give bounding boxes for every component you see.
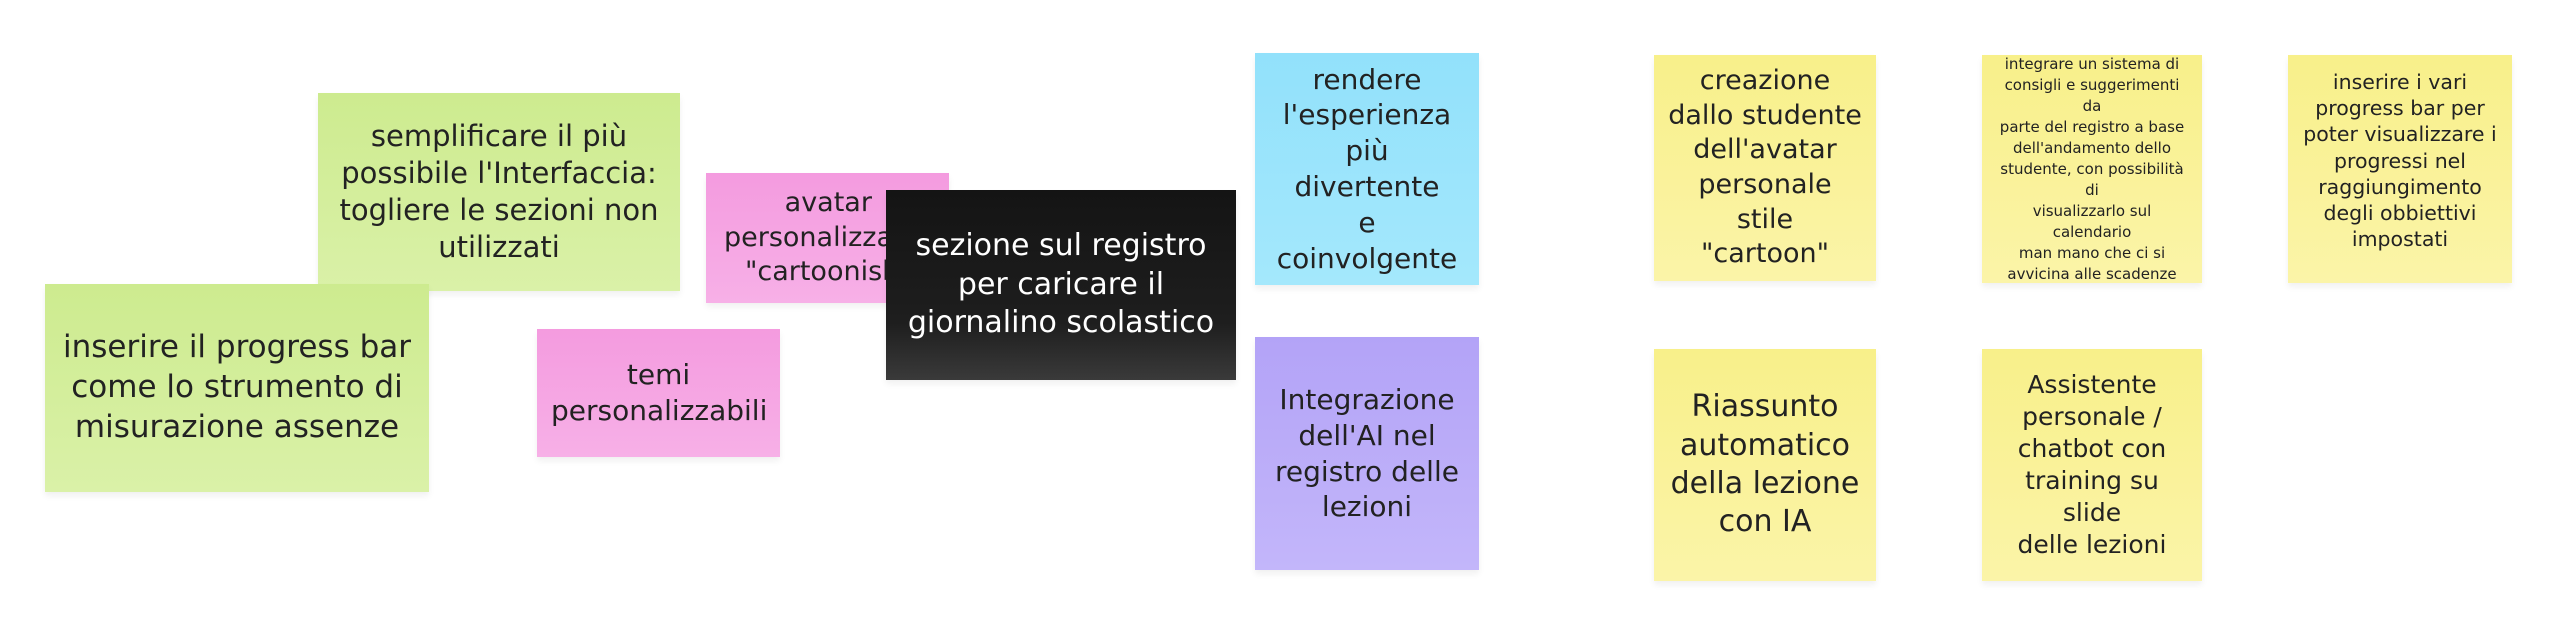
sticky-note-suggestion-system[interactable]: integrare un sistema di consigli e sugge… xyxy=(1982,55,2202,283)
sticky-note-text: inserire il progress bar come lo strumen… xyxy=(62,329,411,445)
sticky-note-fun-experience[interactable]: rendere l'esperienza più divertente e co… xyxy=(1255,53,1479,285)
sticky-note-text: rendere l'esperienza più divertente e co… xyxy=(1276,62,1458,275)
sticky-note-text: Integrazione dell'AI nel registro delle … xyxy=(1275,382,1459,524)
sticky-note-text: inserire i vari progress bar per poter v… xyxy=(2303,70,2497,252)
sticky-note-text: creazione dallo studente dell'avatar per… xyxy=(1668,65,1862,270)
sticky-note-custom-themes[interactable]: temi personalizzabili xyxy=(537,329,780,457)
sticky-note-text: integrare un sistema di consigli e sugge… xyxy=(1999,54,2185,283)
sticky-note-text: Riassunto automatico della lezione con I… xyxy=(1670,389,1860,540)
sticky-note-ai-lesson-summary[interactable]: Riassunto automatico della lezione con I… xyxy=(1654,349,1876,581)
sticky-note-school-newspaper-section[interactable]: sezione sul registro per caricare il gio… xyxy=(886,190,1236,380)
sticky-note-text: temi personalizzabili xyxy=(551,358,768,427)
sticky-note-progress-bar-absences[interactable]: inserire il progress bar come lo strumen… xyxy=(45,284,429,492)
sticky-note-chatbot-assistant[interactable]: Assistente personale / chatbot con train… xyxy=(1982,349,2202,581)
sticky-note-simplify-interface[interactable]: semplificare il più possibile l'Interfac… xyxy=(318,93,680,291)
sticky-note-student-avatar-creation[interactable]: creazione dallo studente dell'avatar per… xyxy=(1654,55,1876,281)
sticky-note-goal-progress-bars[interactable]: inserire i vari progress bar per poter v… xyxy=(2288,55,2512,283)
sticky-note-text: semplificare il più possibile l'Interfac… xyxy=(339,118,659,265)
sticky-note-text: Assistente personale / chatbot con train… xyxy=(2017,370,2167,559)
sticky-note-ai-integration[interactable]: Integrazione dell'AI nel registro delle … xyxy=(1255,337,1479,570)
sticky-note-text: sezione sul registro per caricare il gio… xyxy=(907,228,1215,341)
